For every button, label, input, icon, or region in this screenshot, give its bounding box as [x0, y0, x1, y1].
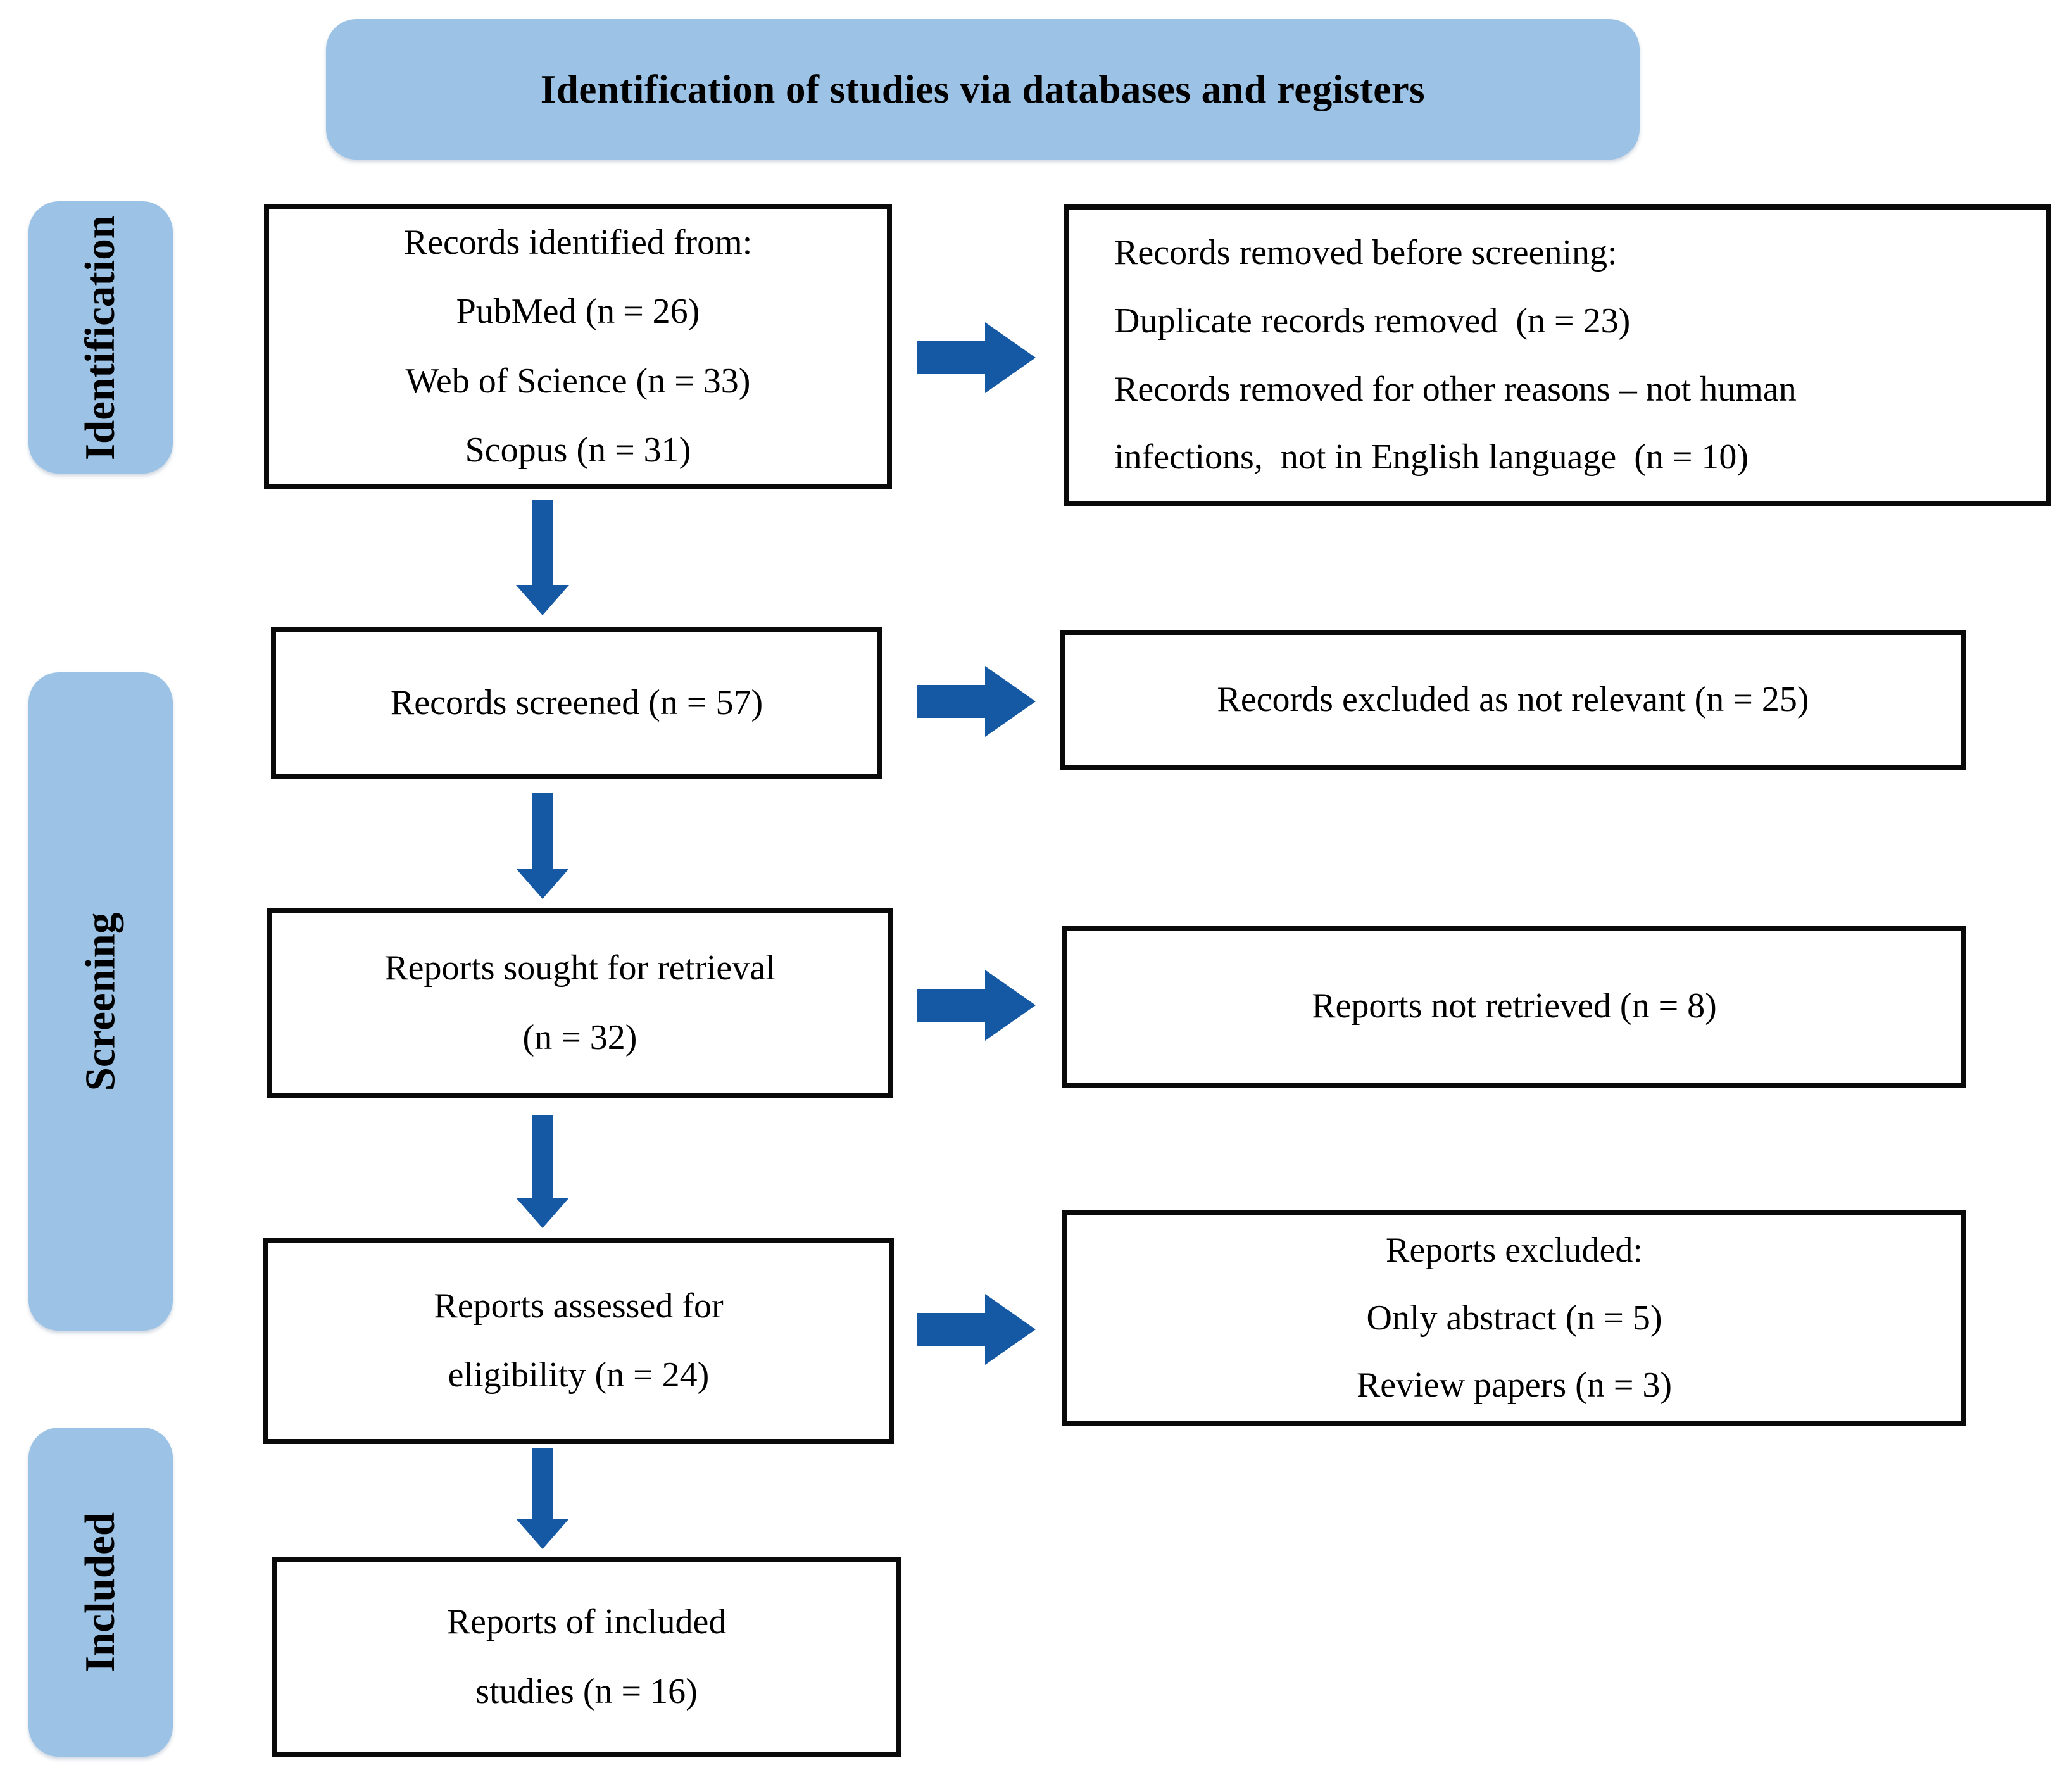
arrow-down-icon: [516, 1448, 569, 1549]
box-line: infections, not in English language (n =…: [1114, 437, 1749, 477]
box-line: Records removed before screening:: [1114, 233, 1617, 273]
box-line: Duplicate records removed (n = 23): [1114, 301, 1631, 341]
box-line: Records excluded as not relevant (n = 25…: [1217, 680, 1809, 720]
box-records-screened: Records screened (n = 57): [271, 627, 882, 779]
box-reports-excluded: Reports excluded: Only abstract (n = 5) …: [1062, 1210, 1966, 1426]
box-line: Review papers (n = 3): [1356, 1365, 1673, 1405]
arrow-right-icon: [917, 322, 1036, 393]
diagram-title-banner: Identification of studies via databases …: [326, 19, 1640, 160]
box-line: Reports excluded:: [1386, 1231, 1643, 1271]
box-line: Web of Science (n = 33): [405, 361, 751, 401]
box-line: Records screened (n = 57): [390, 683, 763, 723]
box-line: (n = 32): [522, 1017, 637, 1057]
box-line: PubMed (n = 26): [456, 292, 700, 332]
box-records-removed: Records removed before screening: Duplic…: [1064, 204, 2051, 506]
box-reports-sought: Reports sought for retrieval (n = 32): [267, 908, 893, 1098]
arrow-right-icon: [917, 1294, 1036, 1365]
box-reports-assessed: Reports assessed for eligibility (n = 24…: [263, 1238, 894, 1444]
box-line: Reports assessed for: [434, 1286, 724, 1326]
box-line: Reports of included: [446, 1602, 727, 1642]
box-line: Records removed for other reasons – not …: [1114, 369, 1797, 409]
box-line: studies (n = 16): [475, 1671, 698, 1711]
box-line: Records identified from:: [403, 223, 753, 263]
arrow-right-icon: [917, 666, 1036, 737]
stage-label-included: Included: [28, 1428, 173, 1757]
box-line: eligibility (n = 24): [448, 1355, 710, 1395]
arrow-down-icon: [516, 500, 569, 615]
diagram-title: Identification of studies via databases …: [540, 66, 1426, 111]
box-line: Reports not retrieved (n = 8): [1312, 986, 1717, 1026]
box-line: Only abstract (n = 5): [1366, 1298, 1662, 1338]
arrow-down-icon: [516, 793, 569, 899]
box-line: Reports sought for retrieval: [384, 948, 775, 988]
box-line: Scopus (n = 31): [465, 430, 691, 470]
box-records-identified: Records identified from: PubMed (n = 26)…: [264, 204, 892, 489]
box-reports-included: Reports of included studies (n = 16): [272, 1557, 901, 1757]
box-records-excluded: Records excluded as not relevant (n = 25…: [1060, 630, 1966, 770]
stage-label-screening: Screening: [28, 672, 173, 1331]
stage-label-identification: Identification: [28, 201, 173, 474]
box-reports-not-retrieved: Reports not retrieved (n = 8): [1062, 926, 1966, 1088]
arrow-right-icon: [917, 970, 1036, 1041]
arrow-down-icon: [516, 1115, 569, 1228]
